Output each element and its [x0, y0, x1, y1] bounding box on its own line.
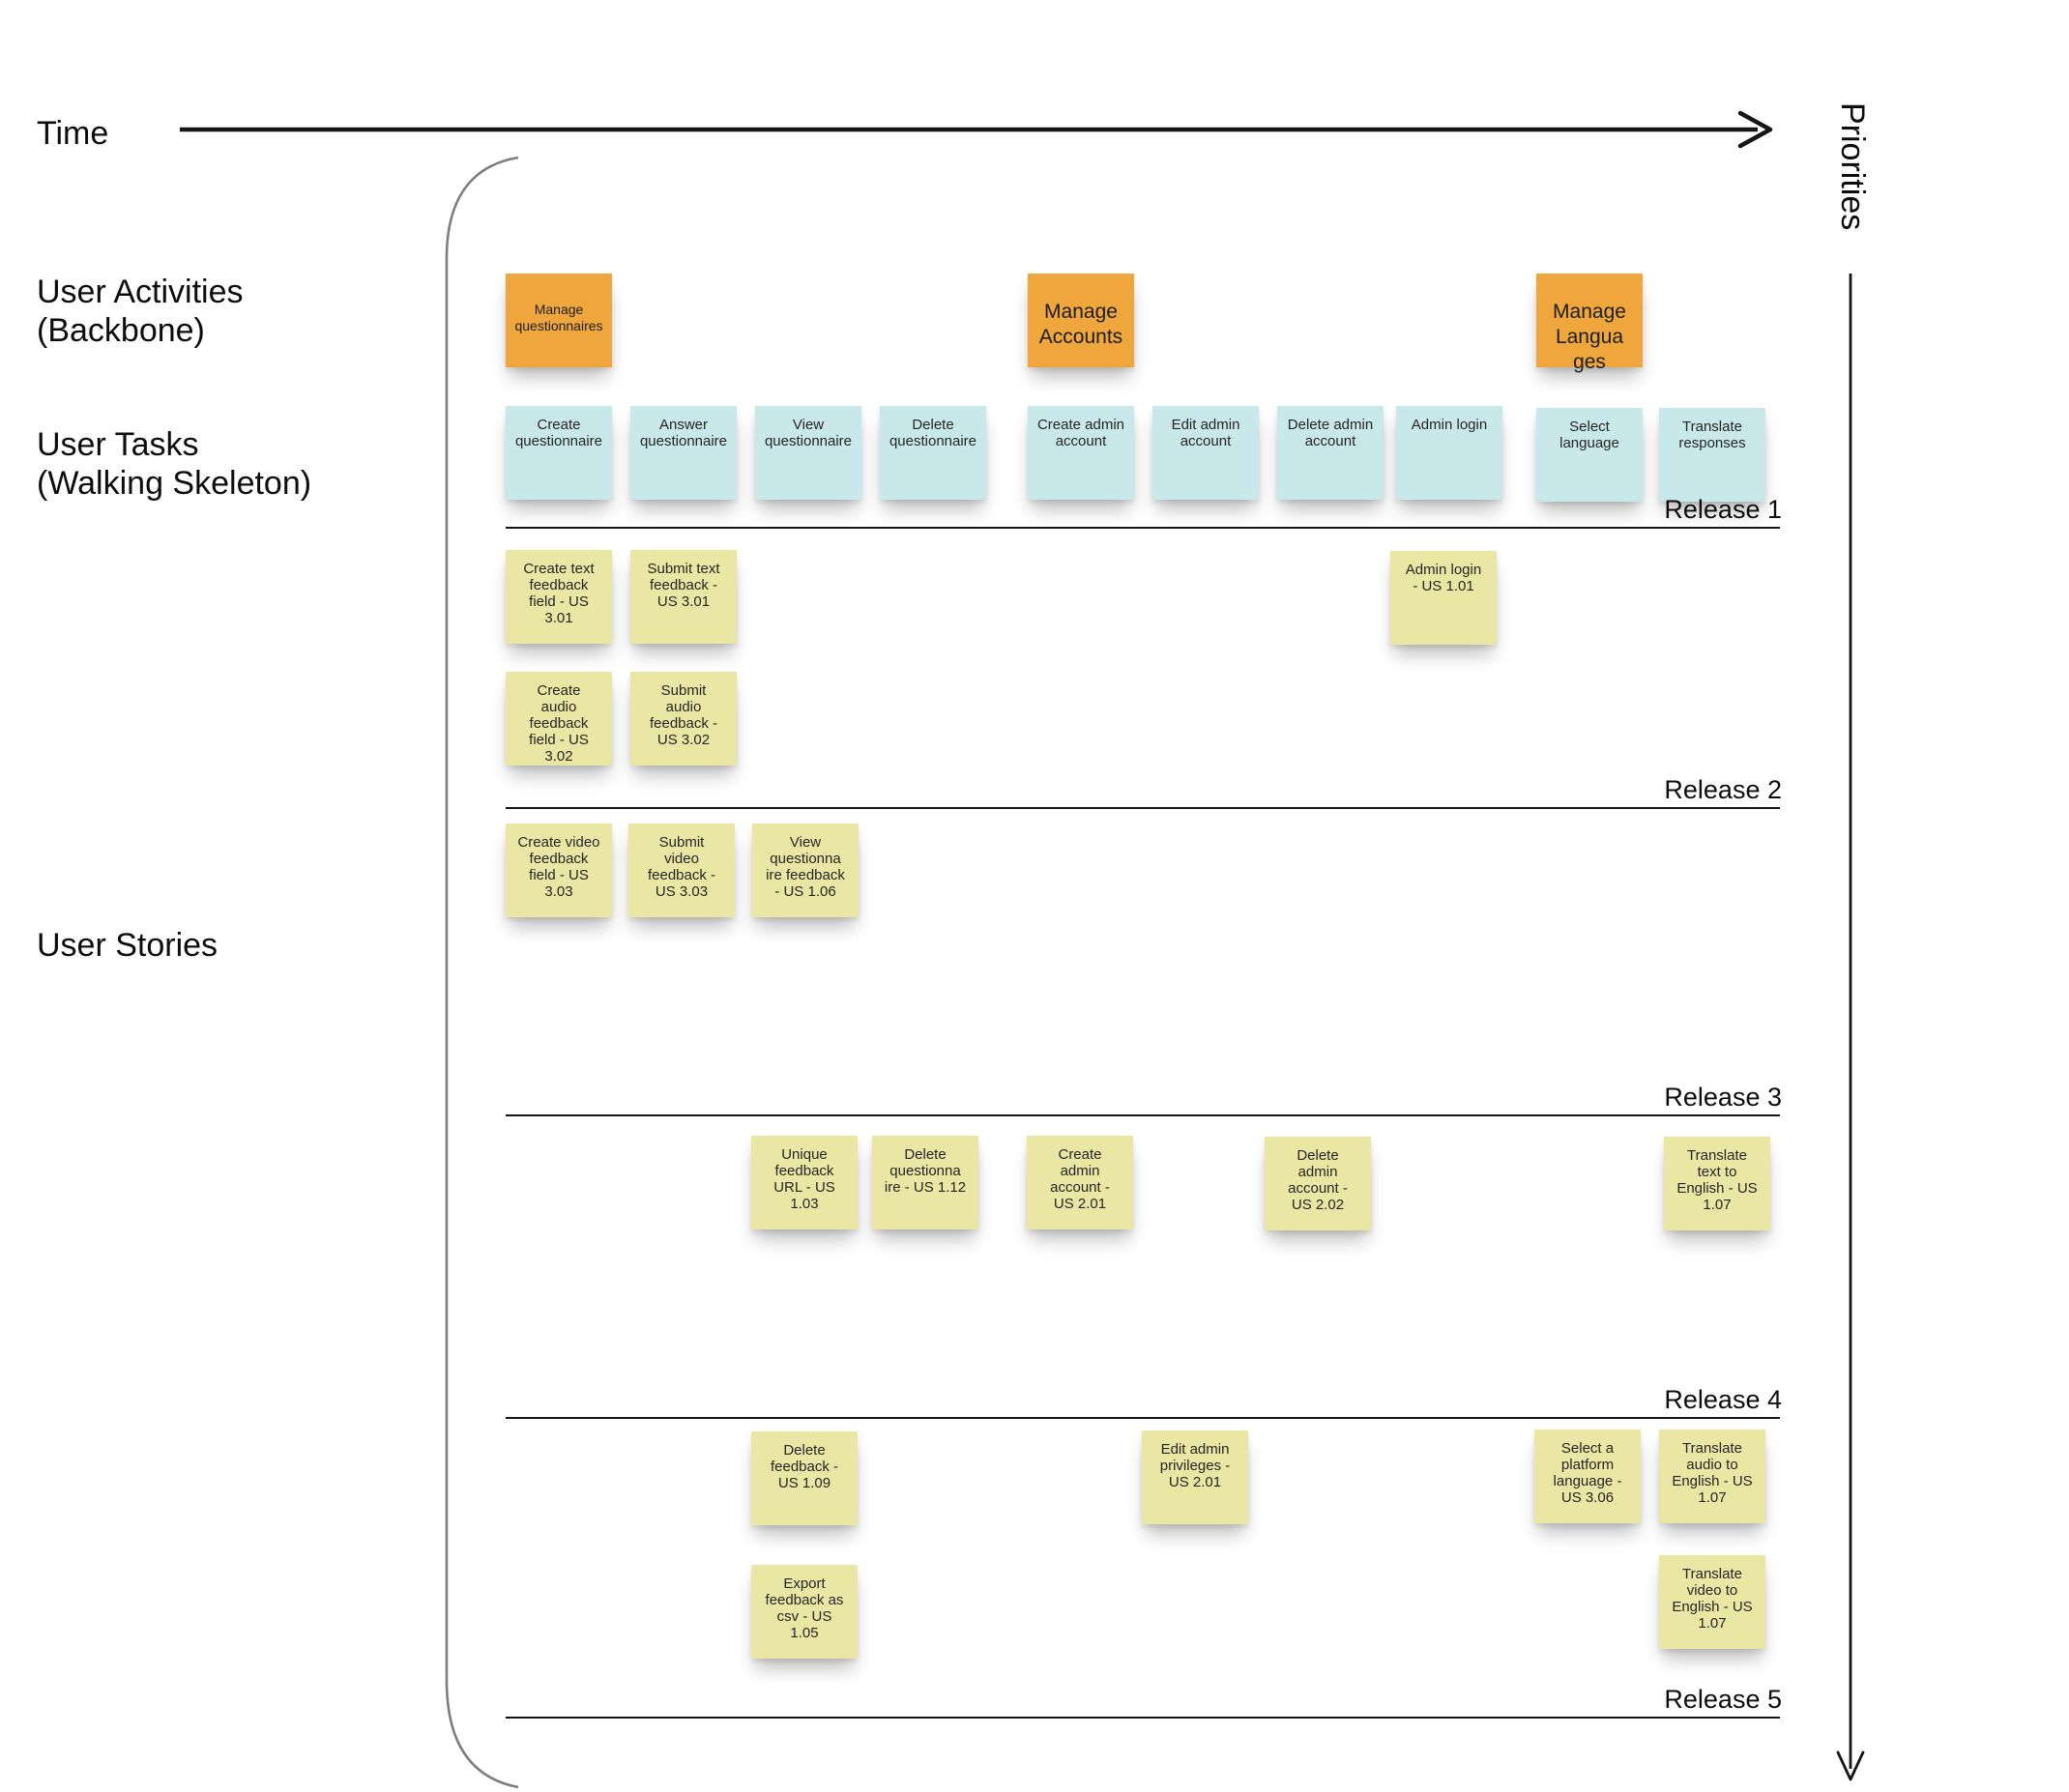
sticky-note-text: Submit audio feedback - US 3.02: [649, 682, 718, 748]
sticky-note-activity-manage-languages[interactable]: Manage Langua ges: [1536, 274, 1643, 373]
sticky-note-text: Answer questionnaire: [639, 417, 728, 449]
release-line-3: [506, 1114, 1780, 1116]
sticky-note-story-select-platform-language[interactable]: Select a platform language - US 3.06: [1534, 1430, 1641, 1523]
sticky-note-story-edit-admin-privileges[interactable]: Edit admin privileges - US 2.01: [1142, 1431, 1248, 1524]
time-axis-arrow: [180, 110, 1773, 149]
sticky-note-text: Manage Langua ges: [1553, 301, 1626, 373]
sticky-note-text: Delete admin account - US 2.02: [1288, 1147, 1348, 1213]
release-label-2: Release 2: [1664, 775, 1782, 804]
release-line-2: [506, 807, 1780, 809]
sticky-note-story-submit-audio-feedback[interactable]: Submit audio feedback - US 3.02: [630, 672, 737, 766]
sticky-note-text: Manage Accounts: [1038, 301, 1123, 348]
sticky-note-task-translate-responses[interactable]: Translate responses: [1659, 408, 1765, 502]
row-label-user-tasks: User Tasks (Walking Skeleton): [37, 426, 312, 502]
sticky-note-text: Delete feedback - US 1.09: [770, 1442, 839, 1491]
sticky-note-activity-manage-accounts[interactable]: Manage Accounts: [1028, 274, 1134, 367]
sticky-note-story-admin-login[interactable]: Admin login - US 1.01: [1390, 551, 1497, 645]
sticky-note-text: Translate text to English - US 1.07: [1676, 1147, 1758, 1213]
release-label-3: Release 3: [1664, 1083, 1782, 1112]
release-line-1: [506, 527, 1780, 529]
sticky-note-story-create-video-feedback-field[interactable]: Create video feedback field - US 3.03: [506, 824, 612, 917]
sticky-note-story-view-questionnaire-feedback[interactable]: View questionna ire feedback - US 1.06: [752, 824, 859, 917]
sticky-note-task-create-admin-account[interactable]: Create admin account: [1028, 406, 1134, 500]
sticky-note-task-select-language[interactable]: Select language: [1536, 408, 1643, 502]
row-label-user-activities: User Activities (Backbone): [37, 274, 244, 349]
sticky-note-text: Submit text feedback - US 3.01: [647, 561, 720, 610]
sticky-note-story-delete-admin-account[interactable]: Delete admin account - US 2.02: [1265, 1137, 1371, 1230]
sticky-note-task-delete-admin-account[interactable]: Delete admin account: [1277, 406, 1384, 500]
sticky-note-story-submit-video-feedback[interactable]: Submit video feedback - US 3.03: [628, 824, 735, 917]
sticky-note-text: Create video feedback field - US 3.03: [517, 834, 600, 900]
sticky-note-text: Admin login: [1411, 417, 1488, 433]
sticky-note-text: Translate responses: [1678, 419, 1746, 451]
sticky-note-text: Create questionnaire: [514, 417, 603, 449]
release-line-5: [506, 1717, 1780, 1719]
priorities-axis-arrow: [1836, 274, 1865, 1781]
sticky-note-text: View questionna ire feedback - US 1.06: [766, 834, 845, 900]
time-axis-label: Time: [37, 115, 109, 152]
sticky-note-text: Create admin account - US 2.01: [1050, 1146, 1110, 1212]
row-label-user-stories: User Stories: [37, 927, 219, 964]
sticky-note-text: Select a platform language - US 3.06: [1553, 1440, 1622, 1506]
sticky-note-story-submit-text-feedback[interactable]: Submit text feedback - US 3.01: [630, 550, 737, 644]
sticky-note-text: Edit admin privileges - US 2.01: [1159, 1441, 1231, 1490]
sticky-note-text: Create audio feedback field - US 3.02: [529, 682, 589, 765]
sticky-note-text: Manage questionnaires: [514, 302, 603, 333]
sticky-note-story-create-admin-account[interactable]: Create admin account - US 2.01: [1027, 1136, 1133, 1229]
sticky-note-task-create-questionnaire[interactable]: Create questionnaire: [506, 406, 612, 500]
sticky-note-text: Unique feedback URL - US 1.03: [773, 1146, 835, 1212]
sticky-note-story-delete-feedback[interactable]: Delete feedback - US 1.09: [751, 1431, 858, 1525]
backbone-bracket: [445, 156, 519, 1789]
sticky-note-text: Export feedback as csv - US 1.05: [765, 1575, 844, 1641]
sticky-note-text: Translate video to English - US 1.07: [1672, 1566, 1753, 1632]
sticky-note-task-answer-questionnaire[interactable]: Answer questionnaire: [630, 406, 737, 500]
sticky-note-task-view-questionnaire[interactable]: View questionnaire: [755, 406, 861, 500]
sticky-note-story-translate-text-to-english[interactable]: Translate text to English - US 1.07: [1664, 1137, 1770, 1230]
sticky-note-story-export-feedback-csv[interactable]: Export feedback as csv - US 1.05: [751, 1565, 858, 1659]
sticky-note-story-translate-video-to-english[interactable]: Translate video to English - US 1.07: [1659, 1555, 1765, 1649]
sticky-note-story-create-audio-feedback-field[interactable]: Create audio feedback field - US 3.02: [506, 672, 612, 766]
sticky-note-story-unique-feedback-url[interactable]: Unique feedback URL - US 1.03: [751, 1136, 858, 1229]
sticky-note-story-delete-questionnaire[interactable]: Delete questionna ire - US 1.12: [872, 1136, 978, 1229]
sticky-note-text: Create admin account: [1036, 417, 1125, 449]
sticky-note-text: View questionnaire: [764, 417, 853, 449]
sticky-note-text: Translate audio to English - US 1.07: [1672, 1440, 1753, 1506]
sticky-note-story-create-text-feedback-field[interactable]: Create text feedback field - US 3.01: [506, 550, 612, 644]
sticky-note-text: Edit admin account: [1171, 417, 1240, 449]
sticky-note-text: Delete admin account: [1287, 417, 1374, 449]
sticky-note-text: Submit video feedback - US 3.03: [647, 834, 716, 900]
release-label-5: Release 5: [1664, 1685, 1782, 1714]
release-line-4: [506, 1417, 1780, 1419]
sticky-note-task-admin-login[interactable]: Admin login: [1396, 406, 1502, 500]
sticky-note-text: Admin login - US 1.01: [1405, 562, 1482, 594]
sticky-note-text: Select language: [1559, 419, 1619, 451]
sticky-note-activity-manage-questionnaires[interactable]: Manage questionnaires: [506, 274, 612, 367]
sticky-note-task-edit-admin-account[interactable]: Edit admin account: [1152, 406, 1259, 500]
release-label-1: Release 1: [1664, 495, 1782, 524]
sticky-note-text: Delete questionna ire - US 1.12: [884, 1146, 967, 1196]
sticky-note-story-translate-audio-to-english[interactable]: Translate audio to English - US 1.07: [1659, 1430, 1765, 1523]
sticky-note-text: Delete questionnaire: [889, 417, 977, 449]
sticky-note-task-delete-questionnaire[interactable]: Delete questionnaire: [880, 406, 986, 500]
sticky-note-text: Create text feedback field - US 3.01: [523, 561, 595, 626]
priorities-axis-label: Priorities: [1834, 102, 1871, 231]
release-label-4: Release 4: [1664, 1385, 1782, 1414]
